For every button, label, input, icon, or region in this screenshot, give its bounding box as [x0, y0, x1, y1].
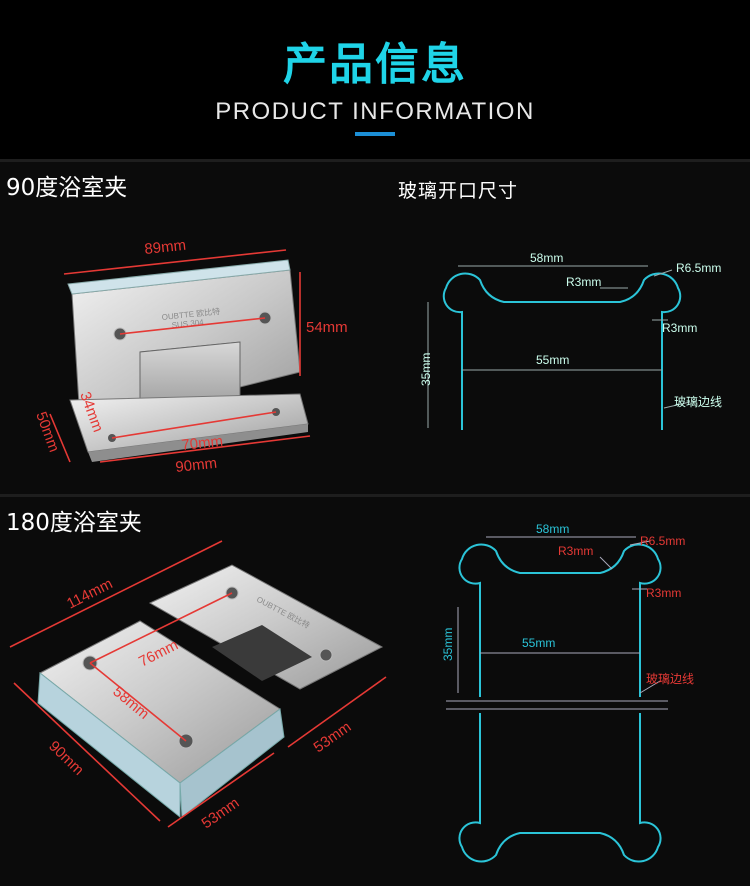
drawing-dim-bottom: 55mm	[536, 353, 569, 367]
title-underline	[355, 132, 395, 136]
screw-hole-icon	[319, 648, 333, 662]
dim-width: 89mm	[144, 237, 187, 258]
clamp-90-photo: OUBTTE 欧比特 SUS 304 89mm 54mm 34mm 50mm 7…	[32, 237, 348, 476]
glass-opening-title: 玻璃开口尺寸	[398, 180, 519, 202]
drawing-dim-top: 58mm	[530, 251, 563, 265]
drawing-dim-top: 58mm	[536, 522, 569, 536]
glass-cut-outline	[442, 272, 682, 430]
drawing-dim-height: 35mm	[419, 353, 433, 386]
section-180-label: 180度浴室夹	[6, 510, 142, 536]
section-90-label: 90度浴室夹	[6, 175, 128, 201]
drawing-dim-height: 35mm	[441, 628, 455, 661]
section-90-degree-clamp: 90度浴室夹 玻璃开口尺寸 OUBTTE 欧比特 SUS 3	[0, 162, 750, 494]
dim-hole-spacing: 70mm	[181, 433, 224, 454]
page-header: 产品信息 PRODUCT INFORMATION	[0, 0, 750, 160]
glass-opening-drawing-90: 58mm R6.5mm R3mm R3mm 55mm 35mm 玻璃边线	[419, 251, 722, 430]
glass-opening-drawing-180: 58mm R6.5mm R3mm R3mm 55mm 35mm 玻璃边线	[441, 522, 694, 863]
dim-base-length: 90mm	[175, 455, 218, 476]
drawing-dim-r-outer: R6.5mm	[640, 534, 685, 548]
glass-cut-outline-bottom	[458, 713, 662, 863]
drawing-dim-r-inner: R3mm	[558, 544, 593, 558]
drawing-dim-r-side: R3mm	[646, 586, 681, 600]
page-title: 产品信息	[283, 39, 467, 90]
drawing-dim-bottom: 55mm	[522, 636, 555, 650]
hinge-slot	[212, 625, 312, 681]
section-180-degree-clamp: 180度浴室夹 OUBTTE 欧比特 114mm 76mm 58mm 90mm …	[0, 497, 750, 886]
dimension-lines	[49, 249, 311, 463]
glass-edge-label: 玻璃边线	[646, 672, 694, 686]
drawing-dim-r-inner: R3mm	[566, 275, 601, 289]
clamp-180-photo: OUBTTE 欧比特 114mm 76mm 58mm 90mm 53mm 53m…	[9, 540, 387, 832]
section-divider	[0, 159, 750, 162]
glass-layer	[37, 672, 181, 819]
glass-edge-label: 玻璃边线	[674, 395, 722, 409]
page-subtitle: PRODUCT INFORMATION	[215, 98, 535, 125]
section-divider	[0, 494, 750, 497]
glass-cut-outline-top	[458, 543, 662, 697]
dimension-lines	[9, 540, 387, 828]
dim-height: 54mm	[306, 319, 348, 336]
drawing-dim-r-outer: R6.5mm	[676, 261, 721, 275]
glass-layer	[179, 708, 285, 818]
drawing-dim-r-side: R3mm	[662, 321, 697, 335]
glass-layer	[67, 259, 291, 295]
base-edge	[88, 424, 308, 462]
